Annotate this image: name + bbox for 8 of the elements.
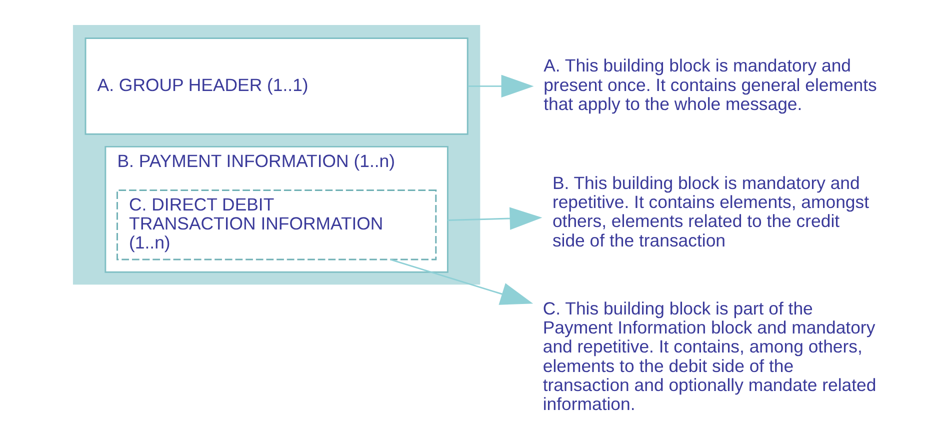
node-text: A. This building block is mandatory and present once. It contains general elements that apply to the whole message. xyxy=(544,56,877,114)
node-box: A. GROUP HEADER (1..1) xyxy=(84,38,468,135)
node-box: C. DIRECT DEBIT TRANSACTION INFORMATION (1..n) xyxy=(116,189,437,260)
node-text: C. This building block is part of the Payment Information block and mandatory and repetitive. It contains, among others, elements to the debit side of the transaction and optionally mandate related information. xyxy=(542,298,876,414)
arrow xyxy=(468,74,534,98)
arrow xyxy=(448,207,542,230)
cluster xyxy=(72,24,480,285)
node-text: B. This building block is mandatory and repetitive. It contains elements, amongst others, elements related to the credit side of the transaction xyxy=(552,172,870,250)
